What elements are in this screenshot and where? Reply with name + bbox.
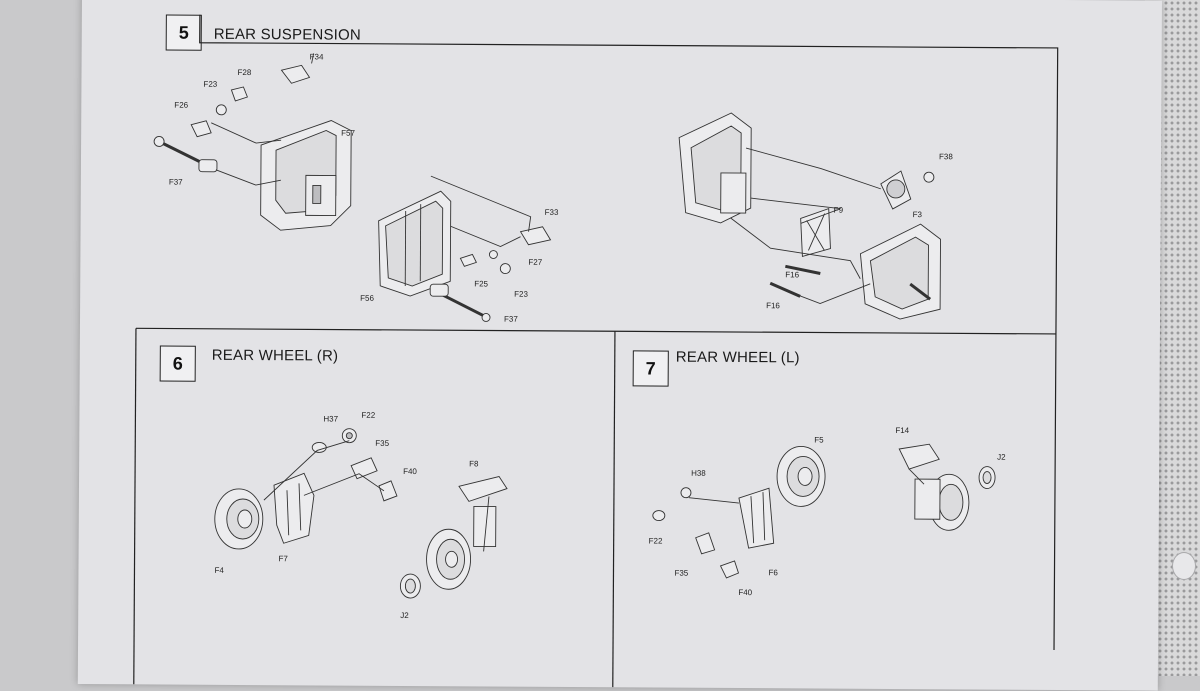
part-label: F16 <box>785 270 799 279</box>
part-label: F23 <box>514 290 528 299</box>
step7-drawings <box>652 442 995 579</box>
part-label: F22 <box>361 411 375 420</box>
part-label: F56 <box>360 294 374 303</box>
part-label: F3 <box>913 210 923 219</box>
part-label: F40 <box>403 467 417 476</box>
grille-knob <box>1172 552 1196 580</box>
part-label: F4 <box>214 566 224 575</box>
part-label: F37 <box>504 315 518 324</box>
part-label: F23 <box>203 80 217 89</box>
part-label: F35 <box>674 569 688 578</box>
part-label: F8 <box>469 459 479 468</box>
part-label: H38 <box>691 469 706 478</box>
part-label: F40 <box>738 588 752 597</box>
part-label: F16 <box>766 301 780 310</box>
part-label: J2 <box>997 453 1006 462</box>
part-label: J2 <box>400 611 409 620</box>
instruction-sheet: 5 REAR SUSPENSION 6 REAR WHEEL (R) 7 REA… <box>78 0 1162 691</box>
part-label: F5 <box>814 435 824 444</box>
part-label: F33 <box>545 208 559 217</box>
part-label: F27 <box>528 258 542 267</box>
part-label: H37 <box>323 414 338 423</box>
part-label: F35 <box>375 439 389 448</box>
part-label: F22 <box>649 536 663 545</box>
part-label: F7 <box>279 554 289 563</box>
part-label: F57 <box>341 129 355 138</box>
part-label: F26 <box>174 101 188 110</box>
part-label: F25 <box>474 279 488 288</box>
part-label: F28 <box>237 68 251 77</box>
step6-drawings <box>214 428 507 599</box>
part-label: F38 <box>939 152 953 161</box>
part-label: F6 <box>768 568 778 577</box>
part-label: F14 <box>895 426 909 435</box>
part-label: F9 <box>834 206 844 215</box>
step5-drawings <box>153 52 942 324</box>
part-label: F34 <box>310 52 324 61</box>
assembly-diagrams: F34 F28 F23 F26 F57 F37 F33 F27 F25 F23 … <box>78 0 1162 691</box>
part-label: F37 <box>169 178 183 187</box>
